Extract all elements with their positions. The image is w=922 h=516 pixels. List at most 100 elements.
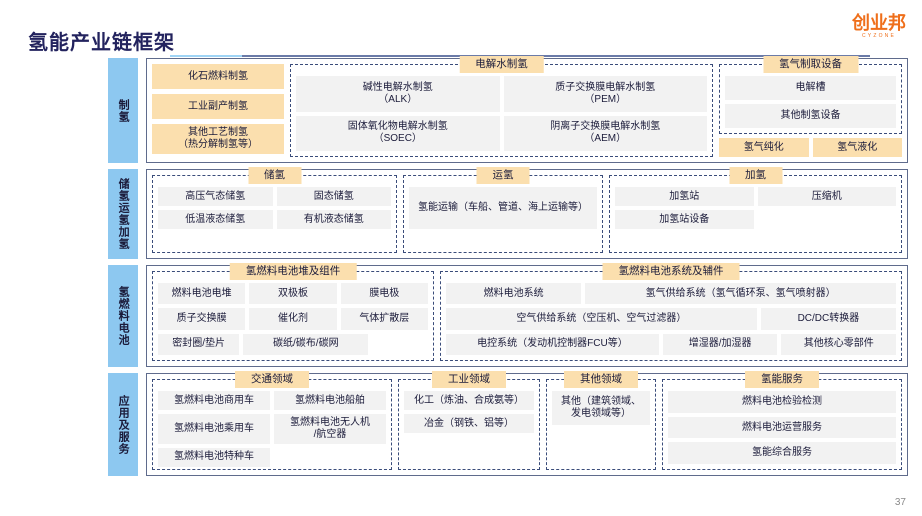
stage-body-storage: 储氢 高压气态储氢 固态储氢 低温液态储氢 有机液态储氢 运氢 氢能运输（车船、… xyxy=(146,167,908,259)
list-item[interactable]: 固态储氢 xyxy=(276,187,391,206)
list-item[interactable]: 氢燃料电池船舶 xyxy=(274,391,386,410)
group-system-accessories: 氢燃料电池系统及辅件 燃料电池系统 氢气供给系统（氢气循环泵、氢气喷射器） 空气… xyxy=(440,263,902,361)
group-row: 电控系统（发动机控制器FCU等） 增湿器/加湿器 其他核心零部件 xyxy=(446,333,896,355)
list-item[interactable]: 氢燃料电池无人机 /航空器 xyxy=(274,414,386,444)
stage-label-fuelcell: 氢燃料电池 xyxy=(108,265,138,367)
page-title: 氢能产业链框架 xyxy=(28,32,175,54)
list-item[interactable]: 氢燃料电池商用车 xyxy=(158,391,270,410)
list-item[interactable]: 燃料电池检验检测 xyxy=(668,391,896,413)
list-item[interactable]: 氢燃料电池乘用车 xyxy=(158,414,270,444)
group-hydrogen-services: 氢能服务 燃料电池检验检测 燃料电池运营服务 氢能综合服务 xyxy=(662,371,902,470)
list-item[interactable]: 燃料电池系统 xyxy=(446,283,582,305)
brand-logo: 创业邦 CYZONE xyxy=(852,14,906,39)
group-row: 其他制氢设备 xyxy=(725,104,896,128)
group-row: 碱性电解水制氢 （ALK） 质子交换膜电解水制氢 （PEM） xyxy=(296,76,707,112)
list-item[interactable]: 化工（炼油、合成氨等） xyxy=(404,391,534,410)
list-item[interactable]: 氢气纯化 xyxy=(719,138,809,157)
group-refueling: 加氢 加氢站 压缩机 加氢站设备 xyxy=(609,167,902,253)
list-item[interactable]: 加氢站设备 xyxy=(615,210,754,229)
list-item[interactable]: 催化剂 xyxy=(249,308,337,330)
group-title: 其他领域 xyxy=(564,371,638,388)
list-item[interactable]: 空气供给系统（空压机、空气过滤器） xyxy=(446,308,757,330)
group-title: 加氢 xyxy=(729,167,782,184)
group-row: 冶金（钢铁、铝等） xyxy=(404,414,534,433)
list-item[interactable]: 电解槽 xyxy=(725,76,896,100)
group-row: 电解槽 xyxy=(725,76,896,100)
list-item[interactable]: 燃料电池运营服务 xyxy=(668,416,896,439)
stage-row-application: 应用及服务 交通领域 氢燃料电池商用车 氢燃料电池船舶 氢燃料电池乘用车 氢燃料… xyxy=(108,371,908,476)
title-divider-accent xyxy=(170,55,242,57)
list-item[interactable]: 电控系统（发动机控制器FCU等） xyxy=(446,333,659,355)
list-item[interactable]: 高压气态储氢 xyxy=(158,187,273,206)
group-row: 燃料电池系统 氢气供给系统（氢气循环泵、氢气喷射器） xyxy=(446,283,896,305)
list-item[interactable]: 固体氧化物电解水制氢 （SOEC） xyxy=(296,115,500,151)
group-row: 固体氧化物电解水制氢 （SOEC） 阴离子交换膜电解水制氢 （AEM） xyxy=(296,115,707,151)
group-transport: 运氢 氢能运输（车船、管道、海上运输等） xyxy=(403,167,603,253)
list-item[interactable]: 双极板 xyxy=(249,283,337,305)
list-item[interactable]: 化石燃料制氢 xyxy=(152,64,284,89)
stage-label-application: 应用及服务 xyxy=(108,373,138,476)
page-number: 37 xyxy=(894,497,906,508)
stage-body-application: 交通领域 氢燃料电池商用车 氢燃料电池船舶 氢燃料电池乘用车 氢燃料电池无人机 … xyxy=(146,371,908,476)
list-item[interactable]: 有机液态储氢 xyxy=(276,210,391,229)
list-item[interactable]: 工业副产制氢 xyxy=(152,94,284,119)
group-row: 密封圈/垫片 碳纸/碳布/碳网 xyxy=(158,333,428,355)
group-row: 化工（炼油、合成氨等） xyxy=(404,391,534,410)
production-trailing-items: 氢气纯化 氢气液化 xyxy=(719,138,902,157)
list-item[interactable]: 冶金（钢铁、铝等） xyxy=(404,414,534,433)
group-transportation-field: 交通领域 氢燃料电池商用车 氢燃料电池船舶 氢燃料电池乘用车 氢燃料电池无人机 … xyxy=(152,371,392,470)
group-row: 燃料电池电堆 双极板 膜电极 xyxy=(158,283,428,305)
group-industrial-field: 工业领域 化工（炼油、合成氨等） 冶金（钢铁、铝等） xyxy=(398,371,540,470)
list-item-empty xyxy=(372,334,428,355)
list-item[interactable]: 低温液态储氢 xyxy=(158,210,273,229)
stage-row-fuelcell: 氢燃料电池 氢燃料电池堆及组件 燃料电池电堆 双极板 膜电极 质子交换膜 催化剂… xyxy=(108,263,908,367)
group-title: 储氢 xyxy=(248,167,301,184)
group-title: 氢能服务 xyxy=(745,371,819,388)
list-item[interactable]: 质子交换膜电解水制氢 （PEM） xyxy=(503,76,707,112)
list-item[interactable]: 氢能运输（车船、管道、海上运输等） xyxy=(409,187,597,229)
group-title: 交通领域 xyxy=(235,371,309,388)
list-item[interactable]: 氢能综合服务 xyxy=(668,442,896,465)
stage-body-production: 化石燃料制氢 工业副产制氢 其他工艺制氢 （热分解制氢等） 电解水制氢 碱性电解… xyxy=(146,56,908,163)
group-row: 空气供给系统（空压机、空气过滤器） DC/DC转换器 xyxy=(446,308,896,330)
list-item[interactable]: 密封圈/垫片 xyxy=(158,333,240,355)
group-title: 氢燃料电池系统及辅件 xyxy=(602,263,740,280)
logo-subtext: CYZONE xyxy=(861,33,897,39)
list-item[interactable]: 其他核心零部件 xyxy=(781,333,896,355)
list-item[interactable]: 膜电极 xyxy=(340,283,428,305)
stage-label-storage: 储氢运氢加氢 xyxy=(108,169,138,259)
stage-row-storage: 储氢运氢加氢 储氢 高压气态储氢 固态储氢 低温液态储氢 有机液态储氢 运氢 氢… xyxy=(108,167,908,259)
list-item[interactable]: 碱性电解水制氢 （ALK） xyxy=(296,76,500,112)
list-item[interactable]: 氢气供给系统（氢气循环泵、氢气喷射器） xyxy=(585,283,896,305)
group-row: 氢能综合服务 xyxy=(668,442,896,465)
list-item[interactable]: 压缩机 xyxy=(757,187,896,206)
list-item[interactable]: 阴离子交换膜电解水制氢 （AEM） xyxy=(503,115,707,151)
list-item[interactable]: 氢燃料电池特种车 xyxy=(158,447,270,467)
group-title: 电解水制氢 xyxy=(459,56,544,73)
list-item-empty xyxy=(758,210,897,229)
list-item[interactable]: 其他（建筑领域、 发电领域等） xyxy=(552,391,650,425)
group-row: 高压气态储氢 固态储氢 xyxy=(158,187,391,206)
group-title: 氢气制取设备 xyxy=(763,56,858,73)
group-hydrogen-equipment: 氢气制取设备 电解槽 其他制氢设备 xyxy=(719,56,902,134)
hydrogen-value-chain-diagram: 制氢 化石燃料制氢 工业副产制氢 其他工艺制氢 （热分解制氢等） 电解水制氢 碱… xyxy=(108,56,908,508)
list-item[interactable]: 质子交换膜 xyxy=(158,308,246,330)
list-item[interactable]: 加氢站 xyxy=(615,187,754,206)
list-item-empty xyxy=(274,448,386,467)
list-item[interactable]: 增湿器/加湿器 xyxy=(662,333,778,355)
group-row: 燃料电池检验检测 xyxy=(668,391,896,413)
production-equipment-column: 氢气制取设备 电解槽 其他制氢设备 氢气纯化 氢气液化 xyxy=(719,56,902,157)
group-row: 加氢站设备 xyxy=(615,210,896,229)
list-item[interactable]: 其他工艺制氢 （热分解制氢等） xyxy=(152,124,284,154)
list-item[interactable]: 燃料电池电堆 xyxy=(158,283,246,305)
production-direct-items: 化石燃料制氢 工业副产制氢 其他工艺制氢 （热分解制氢等） xyxy=(152,64,284,157)
list-item[interactable]: 气体扩散层 xyxy=(340,308,428,330)
list-item[interactable]: 其他制氢设备 xyxy=(725,104,896,128)
list-item[interactable]: 碳纸/碳布/碳网 xyxy=(243,333,369,355)
list-item[interactable]: 氢气液化 xyxy=(812,138,902,157)
group-storage: 储氢 高压气态储氢 固态储氢 低温液态储氢 有机液态储氢 xyxy=(152,167,397,253)
group-row: 加氢站 压缩机 xyxy=(615,187,896,206)
list-item[interactable]: DC/DC转换器 xyxy=(760,308,896,330)
stage-row-production: 制氢 化石燃料制氢 工业副产制氢 其他工艺制氢 （热分解制氢等） 电解水制氢 碱… xyxy=(108,56,908,163)
group-stack-components: 氢燃料电池堆及组件 燃料电池电堆 双极板 膜电极 质子交换膜 催化剂 气体扩散层… xyxy=(152,263,434,361)
